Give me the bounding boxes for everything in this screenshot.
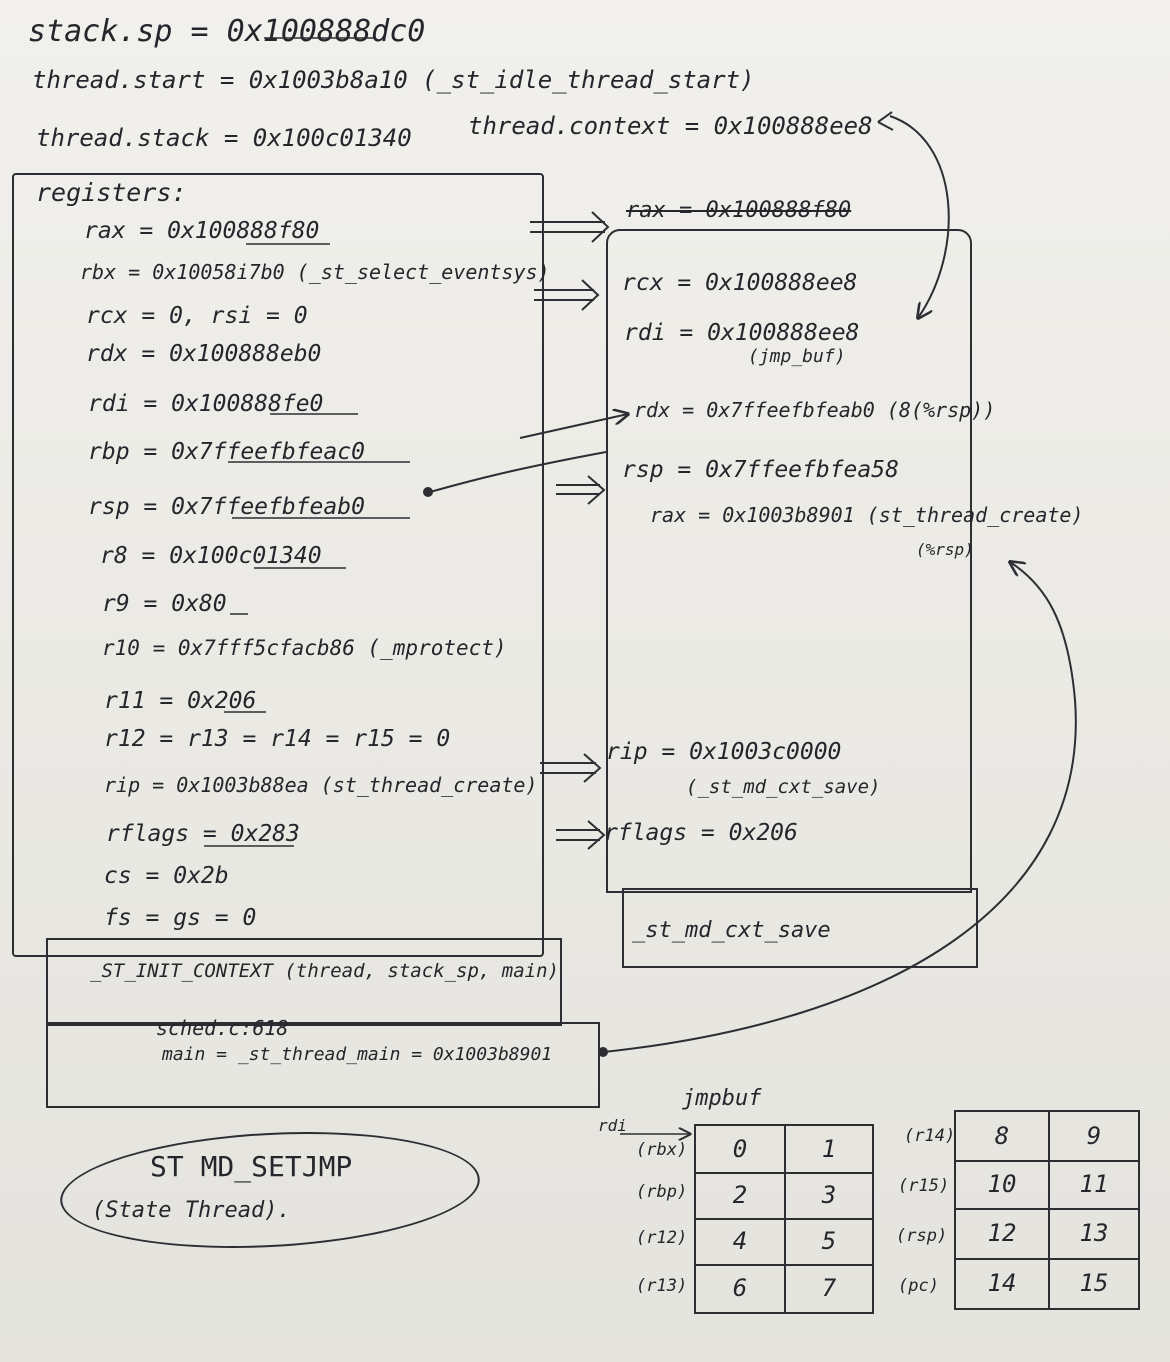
arrow-context-tip	[877, 111, 894, 131]
reg-r8: r8 = 0x100c01340	[100, 543, 322, 569]
changed-registers-box	[606, 229, 972, 893]
jmpbuf-label-r13: (r13)	[636, 1276, 688, 1296]
arrow-rflags	[556, 820, 606, 850]
jmpbuf-label-pc: (pc)	[898, 1276, 939, 1296]
changed-rdx: rdx = 0x7ffeefbfeab0 (8(%rsp))	[634, 398, 996, 422]
registers-title: registers:	[36, 178, 187, 207]
reg-rbp: rbp = 0x7ffeefbfeac0	[88, 439, 365, 465]
reg-r11: r11 = 0x206	[104, 688, 257, 714]
init-context-frame	[46, 938, 562, 1026]
reg-rcx-rsi: rcx = 0, rsi = 0	[86, 303, 308, 329]
jmpbuf-cell-7: 7	[821, 1274, 837, 1302]
jmpbuf-label-r14: (r14)	[904, 1126, 956, 1146]
jmpbuf-cell-8: 8	[994, 1122, 1010, 1150]
thread-start-line: thread.start = 0x1003b8a10 (_st_idle_thr…	[32, 66, 755, 94]
changed-rip: rip = 0x1003c0000	[606, 739, 842, 765]
thread-context-line: thread.context = 0x100888ee8	[468, 112, 873, 140]
reg-rflags: rflags = 0x283	[106, 821, 300, 847]
changed-rdi-note: (jmp_buf)	[748, 346, 846, 367]
jmpbuf-cell-11: 11	[1079, 1170, 1109, 1198]
jmpbuf-cell-3: 3	[821, 1181, 837, 1209]
reg-fs-gs: fs = gs = 0	[104, 905, 257, 931]
reg-rsp: rsp = 0x7ffeefbfeab0	[88, 494, 365, 520]
jmpbuf-cell-12: 12	[987, 1219, 1017, 1247]
init-context-label: _ST_INIT_CONTEXT (thread, stack_sp, main…	[90, 960, 559, 982]
sched-main-label: main = _st_thread_main = 0x1003b8901	[162, 1044, 553, 1065]
arrow-rsp	[556, 475, 606, 505]
main-dot	[598, 1047, 608, 1057]
reg-rip: rip = 0x1003b88ea (st_thread_create)	[104, 773, 538, 797]
registers-box	[12, 173, 544, 957]
jmpbuf-rdi-pointer: rdi	[598, 1116, 627, 1135]
changed-rdi: rdi = 0x100888ee8	[624, 320, 860, 346]
jmpbuf-cell-10: 10	[987, 1170, 1017, 1198]
arrow-main-loop	[603, 562, 1077, 1053]
md-cxt-save-label: _st_md_cxt_save	[632, 918, 831, 943]
reg-rax: rax = 0x100888f80	[84, 218, 320, 244]
jmpbuf-cell-1: 1	[821, 1135, 837, 1163]
jmpbuf-cell-4: 4	[732, 1227, 748, 1255]
jmpbuf-label-rbp: (rbp)	[636, 1182, 688, 1202]
changed-rflags: rflags = 0x206	[604, 820, 798, 846]
jmpbuf-cell-13: 13	[1079, 1219, 1109, 1247]
arrow-rax	[530, 211, 610, 243]
md-cxt-save-frame	[622, 888, 978, 968]
setjmp-title: ST MD_SETJMP	[150, 1150, 353, 1183]
jmpbuf-label-rsp: (rsp)	[896, 1226, 948, 1246]
rsp-dot	[423, 487, 433, 497]
arrow-context-loop	[889, 115, 950, 318]
jmpbuf-left-table: 0 1 2 3 4 5 6 7	[694, 1124, 874, 1314]
thread-stack-line: thread.stack = 0x100c01340	[36, 124, 412, 152]
changed-rcx: rcx = 0x100888ee8	[622, 270, 858, 296]
changed-rax-note: (%rsp)	[916, 540, 974, 559]
reg-r9: r9 = 0x80	[102, 591, 227, 617]
stack-sp-line: stack.sp = 0x100888dc0	[28, 14, 426, 49]
jmpbuf-cell-15: 15	[1079, 1269, 1109, 1297]
arrow-rsp-dot	[429, 451, 607, 493]
jmpbuf-cell-14: 14	[987, 1269, 1017, 1297]
jmpbuf-right-table: 8 9 10 11 12 13 14 15	[954, 1110, 1140, 1310]
arrow-rbp-rdx	[519, 414, 628, 439]
jmpbuf-title: jmpbuf	[682, 1086, 762, 1111]
reg-r12-r15: r12 = r13 = r14 = r15 = 0	[104, 726, 451, 752]
jmpbuf-label-rbx: (rbx)	[636, 1140, 688, 1160]
reg-rbx: rbx = 0x10058i7b0 (_st_select_eventsys)	[80, 260, 550, 284]
changed-rax: rax = 0x1003b8901 (st_thread_create)	[650, 503, 1084, 527]
arrow-rcx	[534, 279, 600, 311]
jmpbuf-cell-5: 5	[821, 1227, 837, 1255]
reg-r10: r10 = 0x7fff5cfacb86 (_mprotect)	[102, 636, 507, 660]
setjmp-subtitle: (State Thread).	[92, 1198, 291, 1223]
struck-rax-line: rax = 0x100888f80	[626, 198, 852, 223]
jmpbuf-cell-6: 6	[732, 1274, 748, 1302]
jmpbuf-cell-9: 9	[1086, 1122, 1102, 1150]
arrow-rip	[540, 753, 602, 783]
sched-frame	[46, 1022, 600, 1108]
reg-rdx: rdx = 0x100888eb0	[86, 341, 322, 367]
jmpbuf-label-r15: (r15)	[898, 1176, 950, 1196]
jmpbuf-cell-2: 2	[732, 1181, 748, 1209]
reg-rdi: rdi = 0x100888fe0	[88, 391, 324, 417]
jmpbuf-label-r12: (r12)	[636, 1228, 688, 1248]
changed-rsp: rsp = 0x7ffeefbfea58	[622, 457, 899, 483]
changed-rip-note: (_st_md_cxt_save)	[686, 776, 881, 798]
reg-cs: cs = 0x2b	[104, 863, 229, 889]
sched-file-label: sched.c:618	[156, 1016, 289, 1040]
jmpbuf-cell-0: 0	[732, 1135, 748, 1163]
